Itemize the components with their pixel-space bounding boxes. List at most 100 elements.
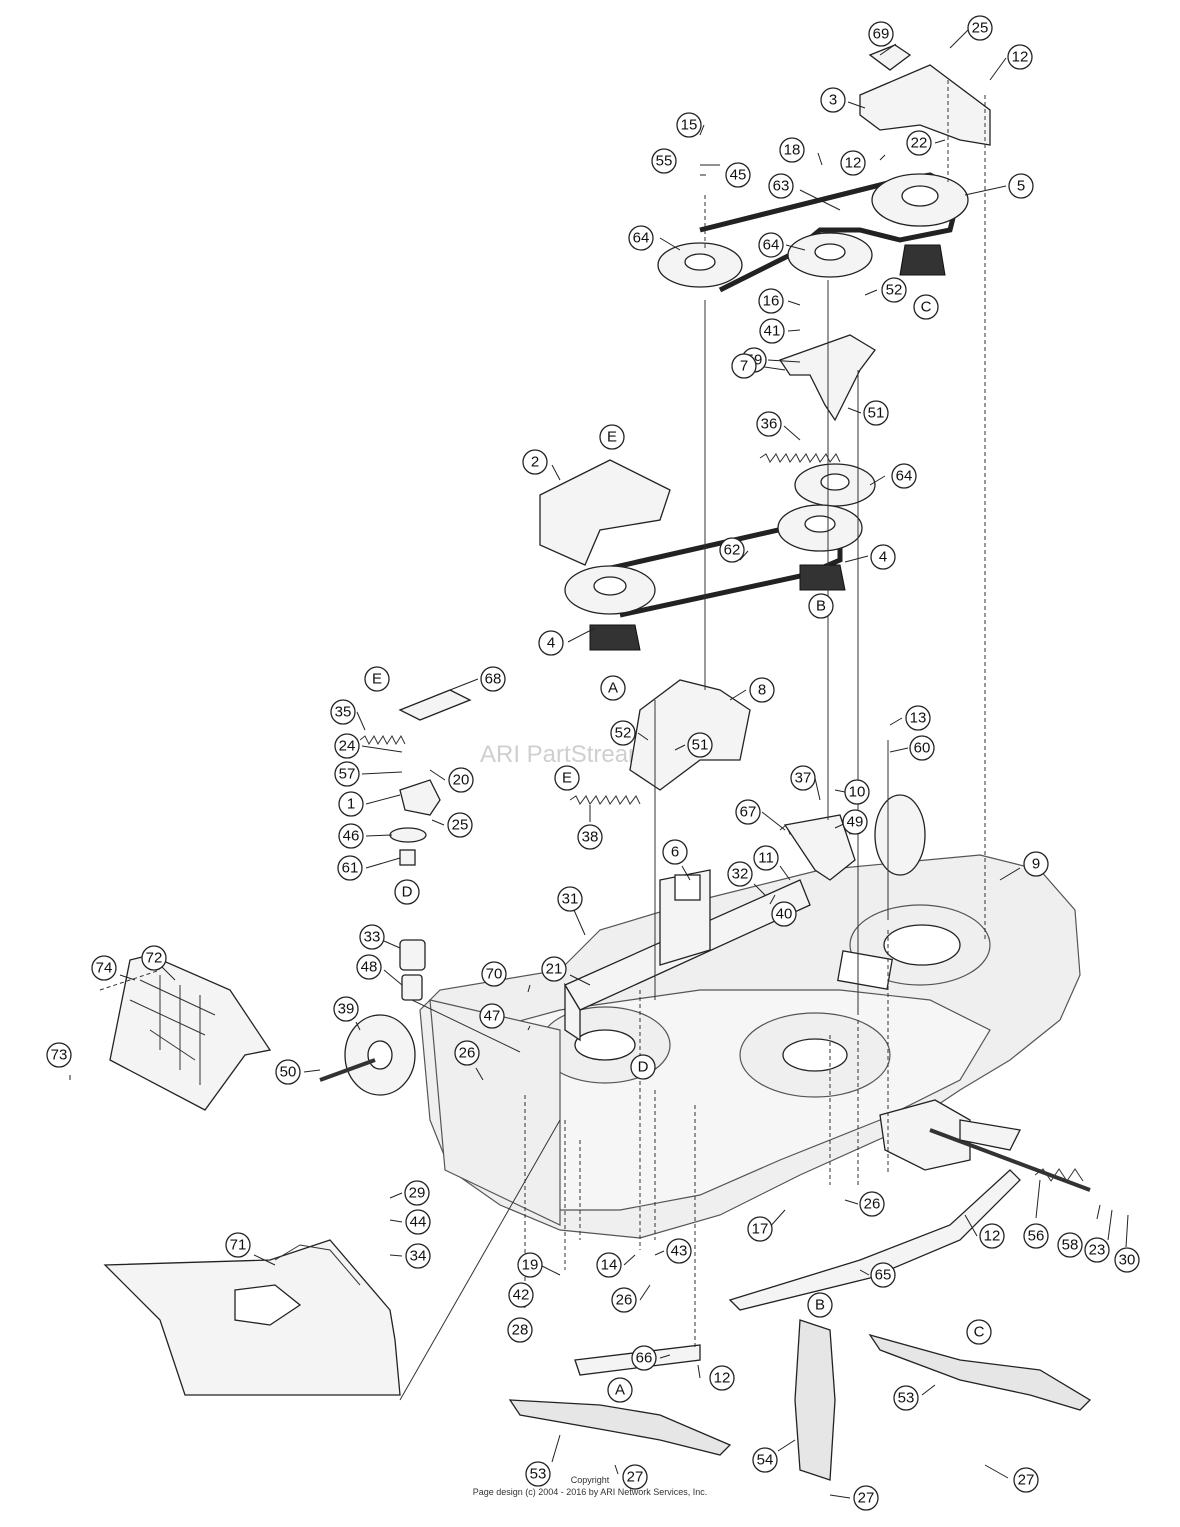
svg-text:28: 28 [512, 1322, 529, 1339]
svg-text:20: 20 [453, 772, 470, 789]
svg-text:60: 60 [914, 740, 931, 757]
callout-26: 26 [454, 1040, 480, 1066]
callout-4: 4 [538, 630, 564, 656]
callout-47: 47 [479, 1003, 505, 1029]
svg-text:E: E [607, 429, 617, 446]
callout-5: 5 [1008, 173, 1034, 199]
callouts: 69 25 12 3 22 12 15 55 45 18 63 5 64 64 … [46, 15, 1140, 1511]
hanger-bracket [564, 869, 811, 1042]
callout-30: 30 [1114, 1247, 1140, 1273]
svg-text:17: 17 [752, 1221, 769, 1238]
svg-text:53: 53 [898, 1390, 915, 1407]
svg-text:44: 44 [410, 1214, 427, 1231]
svg-text:64: 64 [763, 237, 780, 254]
callout-62: 62 [719, 537, 745, 563]
callout-12: 12 [709, 1365, 735, 1391]
svg-text:66: 66 [636, 1350, 653, 1367]
svg-text:C: C [974, 1324, 985, 1341]
svg-text:A: A [608, 680, 618, 697]
svg-text:54: 54 [757, 1452, 774, 1469]
svg-text:68: 68 [485, 671, 502, 688]
belt-cover-2 [539, 459, 671, 566]
svg-text:64: 64 [633, 230, 650, 247]
gauge-wheel-39 [319, 1014, 416, 1096]
svg-text:55: 55 [656, 153, 673, 170]
callout-14: 14 [596, 1252, 622, 1278]
callout-52: 52 [610, 720, 636, 746]
callout-34: 34 [405, 1243, 431, 1269]
svg-text:26: 26 [616, 1292, 633, 1309]
lift-rod [879, 1099, 1091, 1192]
svg-text:30: 30 [1119, 1252, 1136, 1269]
svg-text:4: 4 [879, 549, 887, 566]
svg-text:43: 43 [671, 1243, 688, 1260]
callout-37: 37 [790, 765, 816, 791]
callout-40: 40 [771, 901, 797, 927]
mower-deck [419, 854, 1081, 1239]
callout-24: 24 [334, 733, 360, 759]
svg-text:21: 21 [546, 961, 563, 978]
discharge-chute-71 [103, 1239, 401, 1396]
blade-53-left [508, 1399, 732, 1456]
svg-text:42: 42 [513, 1287, 530, 1304]
fitting-33 [399, 939, 426, 971]
svg-text:27: 27 [627, 1469, 644, 1486]
svg-text:31: 31 [562, 891, 579, 908]
spring-35 [359, 734, 406, 746]
callout-42: 42 [508, 1282, 534, 1308]
callout-9: 9 [1023, 851, 1049, 877]
callout-64: 64 [891, 463, 917, 489]
callout-11: 11 [753, 845, 779, 871]
svg-text:25: 25 [452, 817, 469, 834]
svg-text:B: B [815, 1297, 825, 1314]
alignment-lines [99, 80, 986, 1401]
letter-D: D [394, 879, 420, 905]
footer-page-design: Page design (c) 2004 - 2016 by ARI Netwo… [473, 1487, 708, 1497]
svg-text:72: 72 [146, 950, 163, 967]
callout-53: 53 [525, 1461, 551, 1487]
callout-17: 17 [747, 1216, 773, 1242]
callout-39: 39 [333, 996, 359, 1022]
svg-text:6: 6 [671, 844, 679, 861]
callout-52: 52 [881, 277, 907, 303]
svg-text:11: 11 [758, 850, 774, 867]
callout-16: 16 [758, 288, 784, 314]
svg-text:32: 32 [732, 866, 749, 883]
callout-46: 46 [338, 823, 364, 849]
callout-35: 35 [330, 699, 356, 725]
callout-15: 15 [676, 112, 702, 138]
callout-4: 4 [870, 544, 896, 570]
washer-46 [389, 827, 427, 843]
callout-53: 53 [893, 1385, 919, 1411]
svg-text:25: 25 [972, 20, 989, 37]
svg-text:35: 35 [335, 704, 352, 721]
callout-26: 26 [859, 1191, 885, 1217]
callout-67: 67 [735, 799, 761, 825]
spring-36 [759, 453, 841, 463]
blade-54-center [794, 1319, 836, 1481]
callout-27: 27 [1013, 1467, 1039, 1493]
callout-25: 25 [447, 812, 473, 838]
callout-61: 61 [337, 855, 363, 881]
svg-text:45: 45 [730, 167, 747, 184]
callout-23: 23 [1084, 1237, 1110, 1263]
spacer-61 [399, 849, 416, 866]
svg-text:14: 14 [601, 1257, 618, 1274]
callout-32: 32 [727, 861, 753, 887]
svg-text:15: 15 [681, 117, 698, 134]
callout-12: 12 [840, 150, 866, 176]
svg-text:1: 1 [347, 796, 355, 813]
callout-21: 21 [541, 956, 567, 982]
svg-text:37: 37 [795, 770, 812, 787]
callout-20: 20 [448, 767, 474, 793]
letter-callouts: E C B A E D E D A B C [364, 294, 992, 1403]
svg-text:58: 58 [1062, 1237, 1079, 1254]
svg-text:70: 70 [486, 966, 503, 983]
svg-text:41: 41 [764, 323, 781, 340]
callout-48: 48 [356, 954, 382, 980]
svg-text:E: E [372, 671, 382, 688]
svg-text:12: 12 [845, 155, 862, 172]
callout-25: 25 [967, 15, 993, 41]
svg-text:61: 61 [342, 860, 359, 877]
svg-text:12: 12 [714, 1370, 731, 1387]
